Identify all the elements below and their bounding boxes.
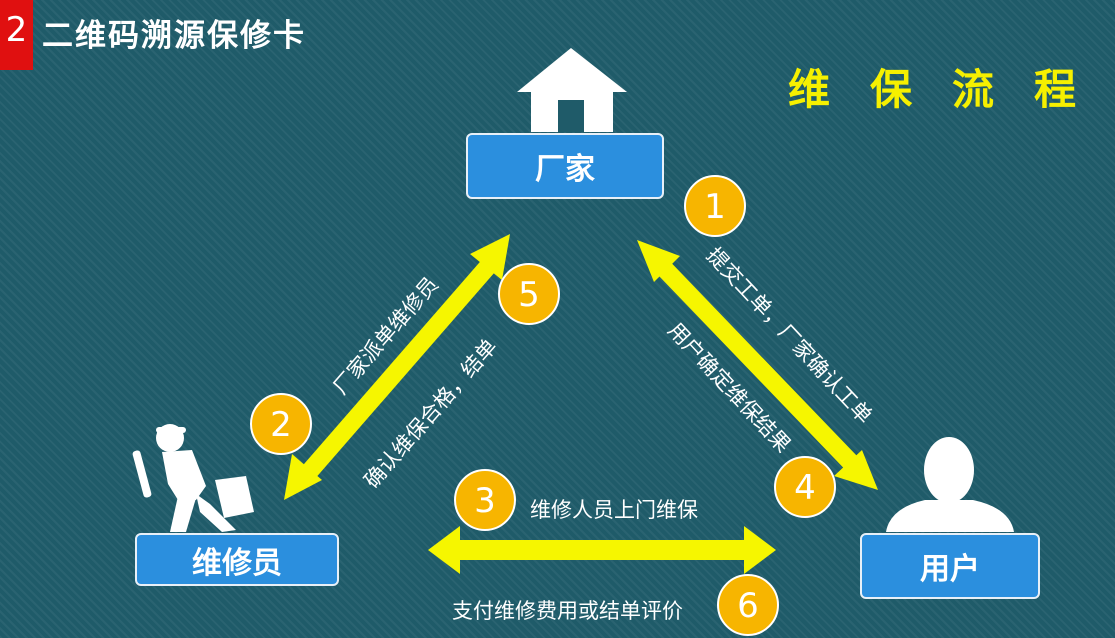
section-title: 维保流程 bbox=[788, 65, 1115, 114]
node-technician: 维修员 bbox=[135, 533, 339, 586]
step-badge-4: 4 bbox=[774, 456, 836, 518]
step-number-6: 6 bbox=[737, 586, 759, 626]
arrow-technician-user bbox=[428, 526, 776, 574]
page-title: 二维码溯源保修卡 bbox=[42, 18, 306, 54]
step-number-4: 4 bbox=[794, 468, 816, 508]
step-badge-1: 1 bbox=[684, 175, 746, 237]
node-user: 用户 bbox=[860, 533, 1040, 599]
step-number-1: 1 bbox=[704, 187, 726, 227]
house-icon bbox=[517, 48, 627, 132]
arrow-factory-user bbox=[637, 240, 878, 490]
step-number-5: 5 bbox=[518, 275, 540, 315]
step-number-2: 2 bbox=[270, 405, 292, 445]
person-icon bbox=[886, 437, 1014, 532]
step-badge-6: 6 bbox=[717, 574, 779, 636]
slide-number-tag: 2 bbox=[0, 0, 33, 70]
step-badge-3: 3 bbox=[454, 469, 516, 531]
step-badge-5: 5 bbox=[498, 263, 560, 325]
arrow-factory-technician bbox=[284, 234, 510, 500]
step-label-3: 维修人员上门维保 bbox=[530, 498, 698, 522]
step-number-3: 3 bbox=[474, 481, 496, 521]
step-badge-2: 2 bbox=[250, 393, 312, 455]
step-label-6: 支付维修费用或结单评价 bbox=[452, 599, 683, 623]
repairman-icon bbox=[132, 424, 254, 532]
node-factory: 厂家 bbox=[466, 133, 664, 199]
